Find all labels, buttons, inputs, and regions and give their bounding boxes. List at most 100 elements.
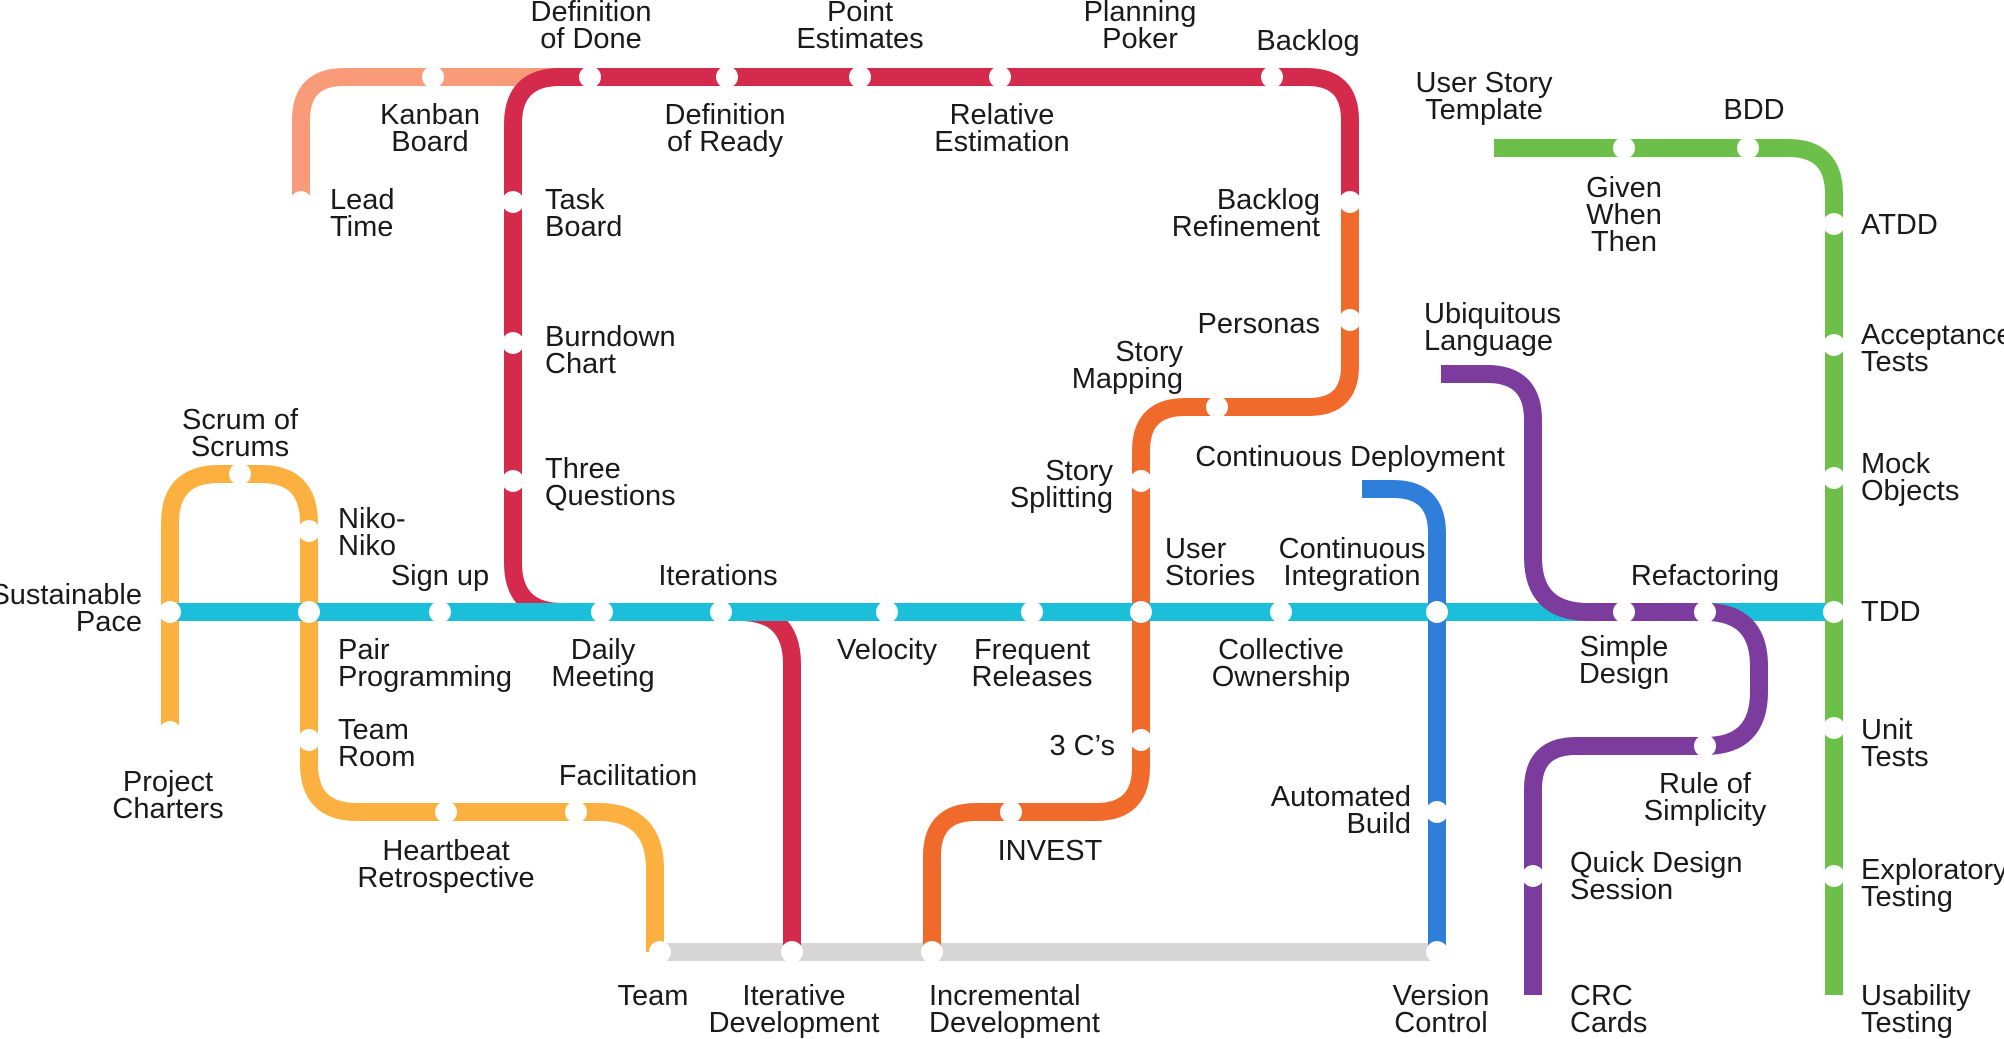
station-label-iterations: Iterations (658, 560, 777, 592)
station-dot (1823, 213, 1845, 235)
station-dot (298, 729, 320, 751)
station-dot (435, 801, 457, 823)
station-dot (1339, 309, 1361, 331)
station-dot (1339, 191, 1361, 213)
station-label-team: Team (618, 980, 689, 1012)
station-dot (1522, 865, 1544, 887)
station-dot (1130, 729, 1152, 751)
station-dot (1130, 470, 1152, 492)
station-label-tdd: TDD (1861, 596, 1921, 628)
station-dot (1823, 467, 1845, 489)
station-label-invest: INVEST (998, 835, 1103, 867)
station-dot (716, 66, 738, 88)
station-dot (1021, 601, 1043, 623)
station-label-facilitation: Facilitation (559, 760, 698, 792)
station-dot (1426, 801, 1448, 823)
station-dot (1426, 601, 1448, 623)
station-label-backlog: Backlog (1256, 25, 1359, 57)
station-dot (298, 520, 320, 542)
station-dot (1823, 717, 1845, 739)
station-label-atdd: ATDD (1861, 209, 1938, 241)
station-dot (921, 941, 943, 963)
station-dot (298, 601, 320, 623)
station-dot (1737, 137, 1759, 159)
station-dot (649, 941, 671, 963)
station-dot (1823, 865, 1845, 887)
station-dot (591, 601, 613, 623)
station-dot (1613, 601, 1635, 623)
station-dot (849, 66, 871, 88)
station-label-niko-niko: Niko-Niko (338, 503, 406, 562)
station-dot (429, 601, 451, 623)
station-dot (1694, 735, 1716, 757)
station-dot (989, 66, 1011, 88)
station-label-sign-up: Sign up (391, 560, 489, 592)
line-kanban (292, 68, 590, 202)
station-dot (1694, 601, 1716, 623)
station-label-refactoring: Refactoring (1631, 560, 1779, 592)
station-dot (710, 601, 732, 623)
station-dot (1270, 601, 1292, 623)
station-dot (1426, 941, 1448, 963)
map-stations (159, 66, 1845, 963)
station-dot (502, 470, 524, 492)
station-dot (1000, 801, 1022, 823)
station-dot (876, 601, 898, 623)
station-dot (565, 801, 587, 823)
station-dot (1130, 601, 1152, 623)
station-dot (1613, 137, 1635, 159)
line-testing (1494, 139, 1843, 995)
station-label-bdd: BDD (1723, 94, 1784, 126)
line-design (1441, 365, 1768, 995)
station-label-continuous-deployment: Continuous Deployment (1195, 441, 1505, 473)
line-product (923, 202, 1359, 952)
station-label-three-cs: 3 C’s (1049, 730, 1115, 762)
station-dot (579, 66, 601, 88)
station-dot (502, 332, 524, 354)
station-dot (1823, 601, 1845, 623)
station-dot (422, 66, 444, 88)
station-dot (290, 191, 312, 213)
station-dot (502, 191, 524, 213)
line-devops (1362, 480, 1446, 952)
station-dot (1261, 66, 1283, 88)
station-dot (1823, 334, 1845, 356)
